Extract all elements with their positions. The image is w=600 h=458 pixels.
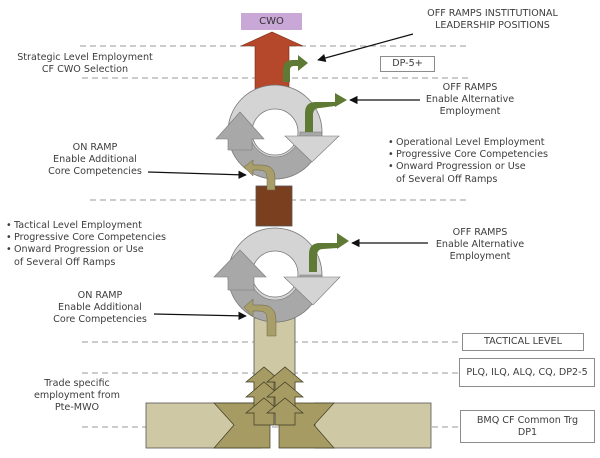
off-ramps-upper-label: OFF RAMPS Enable Alternative Employment [420,82,520,119]
cycle-down-arrow [284,135,340,163]
bmq-line2: DP1 [517,427,538,438]
off-ramp-institutional-arrow [283,55,308,82]
plq-box: PLQ, ILQ, ALQ, CQ, DP2-5 [459,358,595,387]
bmq-line1: BMQ CF Common Trg [476,415,579,426]
off-ramps-upper-line3: Employment [439,106,501,118]
bullet-item: Onward Progression or Use of Several Off… [388,161,536,185]
cwo-label-box: CWO [241,13,302,30]
on-ramp-upper-arrow [243,159,276,191]
on-ramp-lower-line1: ON RAMP [77,290,123,301]
on-ramp-upper-label: ON RAMP Enable Additional Core Competenc… [40,142,150,179]
pointer-off-ramps-institutional [317,33,414,63]
on-ramp-upper-line3: Core Competencies [48,166,142,178]
bmq-box: BMQ CF Common Trg DP1 [460,410,595,443]
tactical-bullet-list: Tactical Level Employment Progressive Co… [6,220,181,269]
cycle-down-arrow [283,276,341,306]
pointer-on-ramp-upper [147,170,247,179]
bullet-item: Operational Level Employment [388,137,568,149]
trade-specific-line1: Trade specific [44,378,110,389]
off-ramps-institutional-label: OFF RAMPS INSTITUTIONAL LEADERSHIP POSIT… [400,8,585,32]
off-ramps-institutional-line2: LEADERSHIP POSITIONS [435,20,550,32]
pointer-arrows [147,33,428,321]
trade-bar-right [314,402,432,449]
trade-convergence-arrows [213,366,335,449]
on-ramp-lower-label: ON RAMP Enable Additional Core Competenc… [45,290,155,327]
bullet-item: Progressive Core Competencies [388,149,568,161]
cycle-up-arrow [213,249,267,291]
operational-trunk [255,185,293,227]
dp5-box: DP-5+ [380,56,435,72]
off-ramp-lower-arrow [309,233,349,272]
upper-cycle [215,84,347,191]
strategic-line1: Strategic Level Employment [17,52,153,63]
off-ramps-institutional-line1: OFF RAMPS INSTITUTIONAL [427,8,558,19]
off-ramps-upper-line2: Enable Alternative [425,94,515,106]
pointer-on-ramp-lower [153,311,247,321]
off-ramps-upper-line1: OFF RAMPS [442,82,498,93]
off-ramps-lower-line3: Employment [449,251,511,263]
off-ramps-lower-line2: Enable Alternative [435,239,525,251]
on-ramp-lower-line2: Enable Additional [58,302,142,314]
strategic-level-label: Strategic Level Employment CF CWO Select… [10,52,160,76]
lower-cycle [213,227,349,337]
bullet-item: Tactical Level Employment [6,220,181,232]
on-ramp-upper-line2: Enable Additional [53,154,137,166]
off-ramps-lower-label: OFF RAMPS Enable Alternative Employment [430,227,530,264]
on-ramp-lower-arrow [243,298,277,337]
tactical-level-box: TACTICAL LEVEL [462,333,584,351]
operational-bullet-list: Operational Level Employment Progressive… [388,137,568,186]
bullet-item: Onward Progression or Use of Several Off… [6,244,154,268]
off-ramps-lower-line1: OFF RAMPS [452,227,508,238]
strategic-line2: CF CWO Selection [41,64,129,76]
on-ramp-lower-line3: Core Competencies [53,314,147,326]
trade-specific-line3: Pte-MWO [54,402,100,414]
bullet-item: Progressive Core Competencies [6,232,181,244]
off-ramp-upper-arrow [305,93,347,132]
on-ramp-upper-line1: ON RAMP [72,142,118,153]
cycle-up-arrow [215,111,265,151]
trade-specific-label: Trade specific employment from Pte-MWO [22,378,132,415]
trade-specific-line2: employment from [33,390,121,402]
